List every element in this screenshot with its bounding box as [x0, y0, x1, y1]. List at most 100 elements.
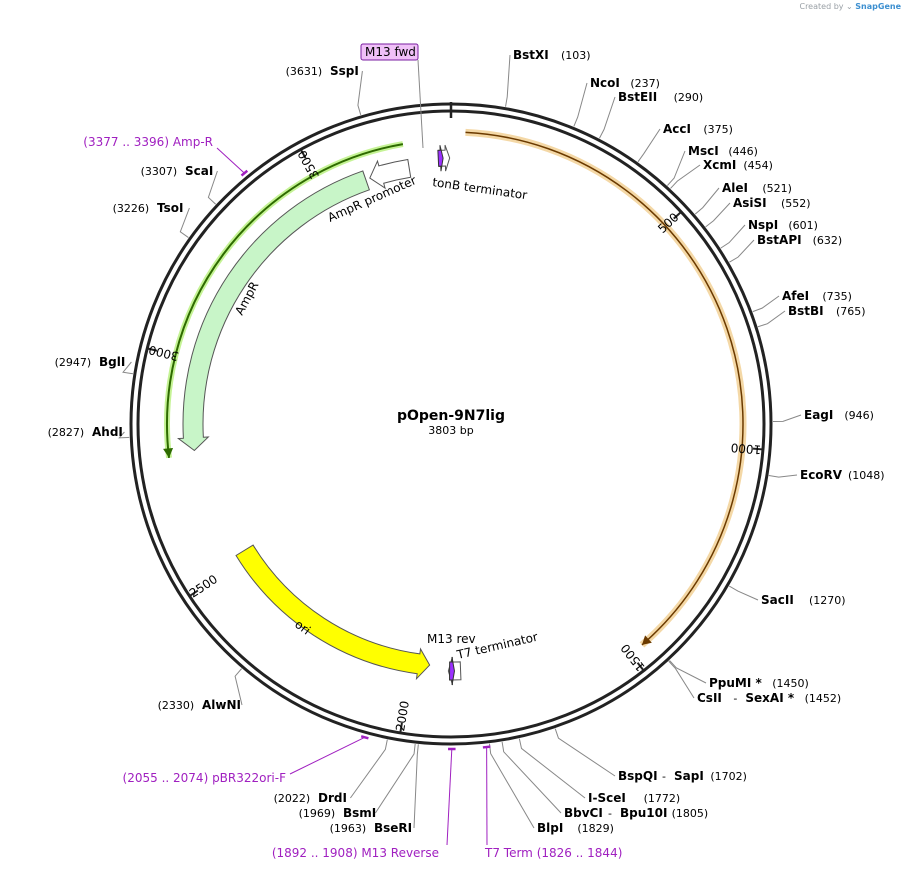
site-name: AleI: [722, 181, 748, 195]
site-name: CsII: [697, 691, 722, 705]
feature-ampr-line-arrowhead: [163, 448, 174, 458]
tick-500: [673, 211, 682, 220]
tick-label-3500: 3500: [295, 148, 322, 182]
site-alwni[interactable]: (2330)AlwNI: [158, 668, 243, 712]
site-bstapi[interactable]: BstAPI(632): [729, 233, 842, 263]
site-position: (1048): [848, 469, 885, 482]
site-leader: [357, 70, 363, 116]
primer-amp-r[interactable]: (3377 .. 3396) Amp-R: [83, 135, 249, 177]
feature-insert-arrowhead: [641, 635, 652, 645]
site-name: BstAPI: [757, 233, 802, 247]
site-name: I-SceI: [588, 791, 626, 805]
feature-ampr-line: [166, 143, 404, 458]
primer-bar: [482, 745, 491, 749]
site-acci[interactable]: AccI(375): [637, 122, 733, 163]
tick-label-2500: 2500: [187, 572, 220, 600]
site-bstxi[interactable]: BstXI(103): [505, 48, 591, 107]
site-tsoi[interactable]: (3226) TsoI: [113, 201, 190, 238]
site-position: (290): [674, 91, 704, 104]
site-position: (3307): [141, 165, 178, 178]
site-blpi[interactable]: BlpI(1829): [488, 743, 614, 835]
site-bgli[interactable]: (2947)BglI: [55, 355, 134, 375]
site-position: (1805): [672, 807, 709, 820]
tick-1000: [752, 447, 764, 451]
site-position: (1772): [644, 792, 681, 805]
site-ecorv[interactable]: EcoRV (1048): [768, 468, 885, 482]
site-leader: [179, 207, 190, 238]
site-leader: [599, 96, 616, 139]
site-name: ScaI: [185, 164, 213, 178]
credit-brand: SnapGene: [855, 2, 901, 11]
site-bsmi[interactable]: (1969)BsmI: [299, 743, 416, 820]
primer-label: (3377 .. 3396) Amp-R: [83, 135, 213, 149]
site-bseri[interactable]: (1963)BseRI: [330, 744, 419, 835]
site-bstbi[interactable]: BstBI(765): [757, 304, 866, 328]
site-xcmi[interactable]: XcmI(454): [670, 158, 773, 189]
primer-label: (2055 .. 2074) pBR322ori-F: [123, 771, 287, 785]
site-dash: -: [733, 692, 737, 705]
site-leader: [670, 164, 701, 189]
site-leader: [667, 150, 686, 186]
primer-leader: [289, 736, 366, 775]
site-eagi[interactable]: EagI(946): [772, 408, 874, 422]
site-name: BbvCI: [564, 806, 603, 820]
site-sspi[interactable]: (3631)SspI: [286, 64, 363, 116]
site-leader: [501, 741, 562, 814]
primer-label: T7 Term (1826 .. 1844): [484, 846, 622, 860]
site-ppumi[interactable]: PpuMI *(1450): [669, 660, 809, 690]
site-bspqi[interactable]: BspQI-SapI(1702): [554, 728, 747, 783]
site-name: EcoRV: [800, 468, 843, 482]
tick-3500: [299, 148, 307, 159]
site-position: (1450): [772, 677, 809, 690]
primer-pbr322ori-f[interactable]: (2055 .. 2074) pBR322ori-F: [123, 735, 369, 785]
site-leader: [118, 431, 130, 439]
site-position: (552): [781, 197, 811, 210]
tick-2000: [399, 722, 403, 734]
site-name: BstXI: [513, 48, 549, 62]
site-leader: [705, 202, 731, 228]
site-position: (1702): [710, 770, 747, 783]
site-name: BlpI: [537, 821, 563, 835]
site-afei[interactable]: AfeI(735): [752, 289, 852, 313]
feature-ampr-promoter: [369, 158, 412, 190]
site-name: AhdI: [92, 425, 123, 439]
site-drdi[interactable]: (2022)DrdI: [274, 739, 388, 805]
site-msci[interactable]: MscI(446): [667, 144, 758, 186]
site-name: AsiSI: [733, 196, 767, 210]
site-leader: [757, 310, 786, 328]
site-leader: [772, 414, 802, 422]
site-name-2: Bpu10I: [620, 806, 667, 820]
site-name-2: SapI: [674, 769, 704, 783]
site-leader: [728, 585, 759, 601]
site-position: (237): [630, 77, 660, 90]
snapgene-credit: Created by ⌄ SnapGene: [799, 2, 901, 11]
site-leader: [234, 668, 243, 706]
plasmid-name: pOpen-9N7lig: [397, 408, 505, 424]
site-name: TsoI: [157, 201, 183, 215]
site-ncoi[interactable]: NcoI(237): [573, 76, 660, 127]
site-position: (454): [743, 159, 773, 172]
site-i-scei[interactable]: I-SceI (1772): [518, 738, 681, 805]
site-alei[interactable]: AleI(521): [694, 181, 792, 215]
primer-t7-term[interactable]: T7 Term (1826 .. 1844): [482, 745, 622, 860]
site-position: (3226): [113, 202, 150, 215]
site-nspi[interactable]: NspI(601): [720, 218, 818, 249]
site-asisi[interactable]: AsiSI (552): [705, 196, 811, 228]
site-sacii[interactable]: SacII(1270): [728, 585, 846, 607]
site-leader: [488, 743, 535, 829]
feature-ori: [235, 544, 431, 681]
site-scai[interactable]: (3307) ScaI: [141, 164, 218, 205]
site-leader: [505, 54, 511, 107]
site-csii[interactable]: CsII-SexAI *(1452): [668, 660, 841, 705]
site-bsteii[interactable]: BstEII(290): [599, 90, 704, 139]
site-leader: [122, 361, 134, 375]
site-ahdi[interactable]: (2827)AhdI: [48, 425, 130, 439]
site-position: (2330): [158, 699, 195, 712]
site-bbvci[interactable]: BbvCI-Bpu10I(1805): [501, 741, 709, 820]
primer-m13-reverse[interactable]: (1892 .. 1908) M13 Reverse: [272, 747, 456, 860]
site-position: (601): [788, 219, 818, 232]
site-position: (1963): [330, 822, 367, 835]
primer-bar: [240, 169, 249, 177]
site-leader: [637, 128, 661, 163]
feature-layer: [163, 128, 747, 686]
